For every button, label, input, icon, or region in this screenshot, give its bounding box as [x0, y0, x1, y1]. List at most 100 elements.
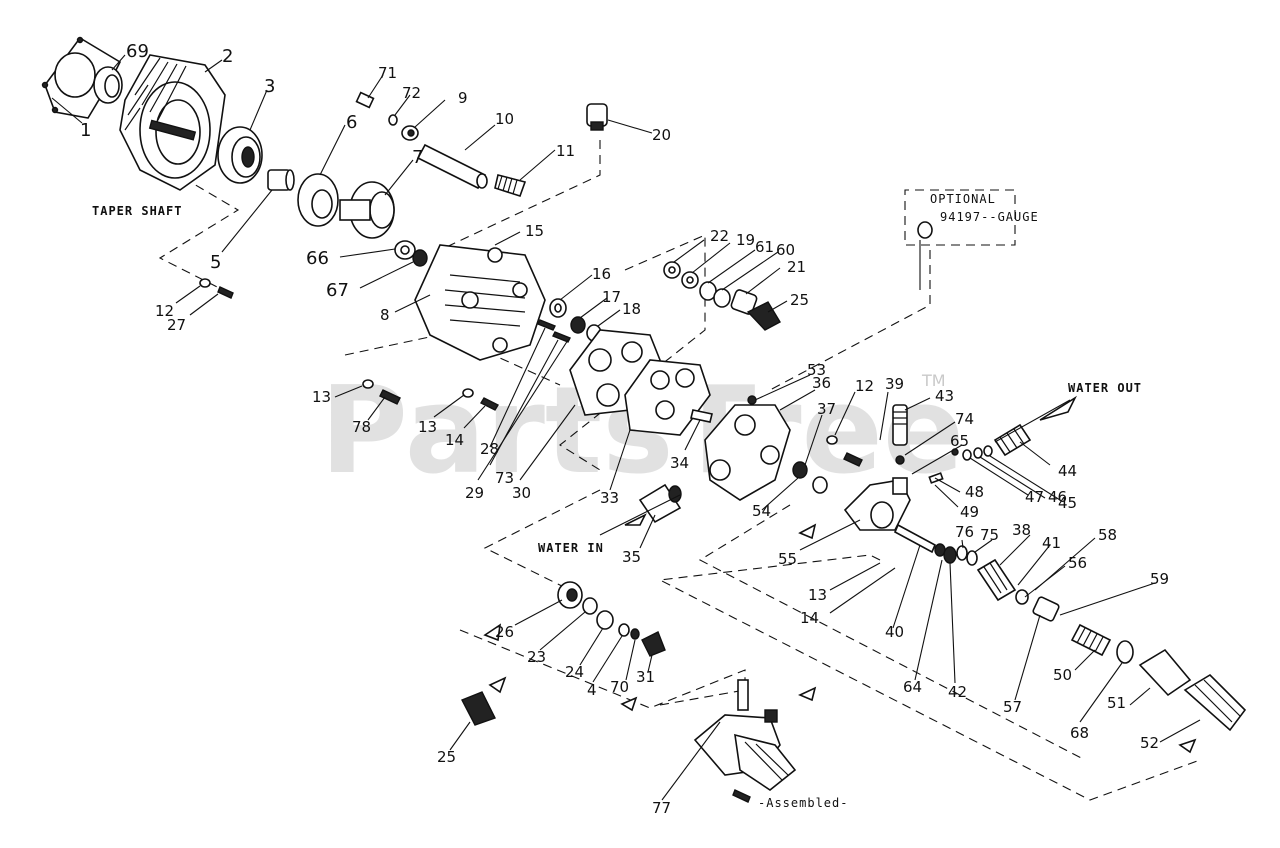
label-part-12-right: 12 — [855, 377, 874, 395]
label-part-77: 77 — [652, 799, 671, 817]
label-part-40: 40 — [885, 623, 904, 641]
label-part-73: 73 — [495, 469, 514, 487]
part-11-spring — [494, 174, 527, 197]
label-part-7: 7 — [412, 147, 423, 168]
label-part-35: 35 — [622, 548, 641, 566]
label-part-58: 58 — [1098, 526, 1117, 544]
label-part-42: 42 — [948, 683, 967, 701]
caption-water-out: WATER OUT — [1068, 381, 1142, 395]
label-part-38: 38 — [1012, 521, 1031, 539]
label-part-55: 55 — [778, 550, 797, 568]
label-part-72: 72 — [402, 84, 421, 102]
label-part-74: 74 — [955, 410, 974, 428]
label-part-65: 65 — [950, 432, 969, 450]
part-67-bushing — [412, 249, 428, 267]
part-37-ring — [792, 461, 808, 479]
part-51-knob-body — [1138, 648, 1192, 697]
part-76-ring — [956, 545, 968, 561]
part-42-nut — [943, 546, 957, 564]
label-part-5: 5 — [210, 252, 221, 273]
part-54-oring — [812, 476, 828, 494]
label-part-47: 47 — [1025, 488, 1044, 506]
label-part-6: 6 — [346, 112, 357, 133]
label-part-2: 2 — [222, 46, 233, 67]
part-33-gasket — [624, 359, 711, 436]
label-part-24: 24 — [565, 663, 584, 681]
part-40-stem — [893, 523, 937, 554]
label-part-60: 60 — [776, 241, 795, 259]
part-number-labels: 1 69 2 3 5 6 7 71 72 9 10 11 20 66 67 15… — [80, 41, 1169, 817]
label-part-46: 46 — [1048, 488, 1067, 506]
label-part-19: 19 — [736, 231, 755, 249]
label-part-54: 54 — [752, 502, 771, 520]
label-part-36: 36 — [812, 374, 831, 392]
label-part-50: 50 — [1053, 666, 1072, 684]
label-part-11: 11 — [556, 142, 575, 160]
label-part-69: 69 — [126, 41, 149, 62]
label-part-43: 43 — [935, 387, 954, 405]
label-part-23: 23 — [527, 648, 546, 666]
label-part-53: 53 — [807, 361, 826, 379]
part-66-washer — [394, 240, 416, 260]
label-part-76: 76 — [955, 523, 974, 541]
label-part-18: 18 — [622, 300, 641, 318]
part-46-ring — [973, 447, 983, 459]
part-69-ring — [93, 66, 123, 104]
label-part-22: 22 — [710, 227, 729, 245]
label-part-48: 48 — [965, 483, 984, 501]
label-part-4: 4 — [587, 681, 597, 699]
part-77-assembled-unloader — [693, 679, 797, 803]
part-55-unloader-body — [843, 477, 911, 531]
label-part-3: 3 — [264, 76, 275, 97]
label-part-70: 70 — [610, 678, 629, 696]
part-78-bolt — [379, 389, 401, 405]
part-28-pin — [537, 319, 556, 331]
part-12-screw-right — [843, 452, 863, 467]
label-part-25-bottom: 25 — [437, 748, 456, 766]
label-part-33: 33 — [600, 489, 619, 507]
label-part-41: 41 — [1042, 534, 1061, 552]
part-16-seal — [549, 298, 567, 318]
part-73-pin — [552, 331, 571, 343]
label-part-21: 21 — [787, 258, 806, 276]
label-part-52: 52 — [1140, 734, 1159, 752]
part-14-bolt-a — [480, 397, 499, 411]
part-4-ring — [618, 623, 630, 637]
label-part-17: 17 — [602, 288, 621, 306]
label-part-12-left: 12 — [155, 302, 174, 320]
label-part-59: 59 — [1150, 570, 1169, 588]
part-60-ring — [713, 288, 731, 308]
label-part-1: 1 — [80, 120, 91, 141]
part-71-seal — [355, 91, 375, 109]
part-70-ring — [630, 628, 640, 640]
part-25-valve-bottom — [461, 691, 496, 726]
watermark-trademark: TM — [921, 371, 946, 390]
caption-taper-shaft: TAPER SHAFT — [92, 204, 182, 218]
label-part-29: 29 — [465, 484, 484, 502]
label-part-31: 31 — [636, 668, 655, 686]
label-part-13-a: 13 — [312, 388, 331, 406]
leader-lines — [51, 54, 1201, 801]
part-1-gasket — [41, 36, 122, 119]
label-part-13-b: 13 — [418, 418, 437, 436]
part-74-ball — [895, 455, 905, 465]
label-part-68: 68 — [1070, 724, 1089, 742]
label-part-71: 71 — [378, 64, 397, 82]
flow-arrows — [483, 395, 1197, 754]
part-10-piston — [416, 143, 488, 190]
label-part-30: 30 — [512, 484, 531, 502]
label-part-15: 15 — [525, 222, 544, 240]
part-3-bearing — [217, 126, 263, 184]
dashed-alignment-lines — [158, 140, 1201, 801]
part-17-seal — [570, 316, 586, 334]
part-6-wobble-plate — [297, 173, 339, 227]
label-part-37: 37 — [817, 400, 836, 418]
label-part-57: 57 — [1003, 698, 1022, 716]
label-part-44: 44 — [1058, 462, 1077, 480]
label-part-51: 51 — [1107, 694, 1126, 712]
optional-gauge-icon — [917, 221, 933, 239]
part-44-outlet-fitting — [993, 423, 1032, 457]
part-15-pump-body — [414, 244, 546, 361]
caption-optional: OPTIONAL — [930, 192, 996, 206]
